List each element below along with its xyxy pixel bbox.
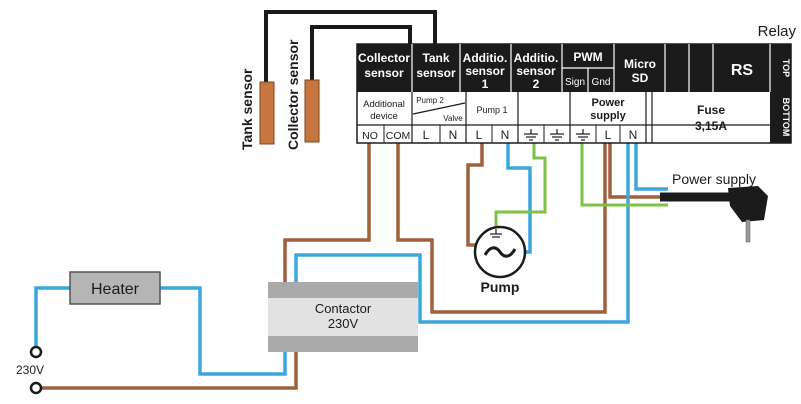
fuse-rating-label: 3,15A	[695, 119, 727, 133]
brown-wire-contactor-coil	[283, 143, 371, 282]
collector-sensor-label: Collector sensor	[285, 39, 301, 150]
blue-wire-power	[634, 143, 668, 191]
valve-label: Valve	[443, 114, 463, 123]
collector-sensor-header-2: sensor	[364, 66, 404, 80]
pwm-sign-label: Sign	[565, 77, 585, 88]
collector-sensor-probe	[304, 79, 320, 143]
earth-icon	[524, 129, 538, 141]
green-wire-power-earth	[580, 143, 668, 207]
power-plug	[728, 186, 768, 222]
pump-ac-icon	[483, 246, 517, 258]
contactor-voltage-label: 230V	[328, 316, 359, 331]
collector-sensor-cable	[310, 25, 412, 80]
additional-device-label: Additional	[363, 99, 405, 110]
pump-1-label: Pump 1	[476, 105, 507, 115]
contactor-top-band	[268, 282, 418, 298]
fuse-label: Fuse	[697, 103, 725, 117]
terminal-pump2-n: N	[449, 128, 458, 142]
earth-icon	[576, 129, 590, 141]
additional-device-label-2: device	[370, 111, 397, 122]
power-supply-board-label-2: supply	[590, 110, 626, 122]
micro-sd-header: Micro	[624, 57, 656, 71]
terminal-pump1-n: N	[501, 128, 510, 142]
pwm-header: PWM	[573, 50, 602, 64]
additional-sensor-1-header-3: 1	[482, 77, 489, 91]
tank-sensor-probe	[259, 81, 275, 145]
mains-voltage-label: 230V	[16, 363, 44, 377]
pump-2-label: Pump 2	[416, 96, 444, 105]
mains-terminal-bottom	[29, 381, 43, 395]
tank-sensor-label: Tank sensor	[239, 68, 255, 150]
additional-sensor-2-header-2: sensor	[516, 64, 556, 78]
micro-sd-header-2: SD	[632, 71, 649, 85]
pwm-gnd-label: Gnd	[592, 77, 611, 88]
terminal-power-l: L	[605, 128, 612, 142]
terminal-pump1-l: L	[476, 128, 483, 142]
mains-terminal-top	[29, 345, 43, 359]
pump-earth-icon	[490, 229, 502, 238]
brown-wire-com	[396, 143, 607, 314]
contactor-bottom-band	[268, 336, 418, 352]
bottom-label: BOTTOM	[781, 98, 791, 137]
terminal-com: COM	[386, 130, 411, 142]
rs-header: RS	[731, 62, 754, 79]
tank-sensor-header: Tank	[422, 51, 449, 65]
plug-pin	[745, 219, 751, 243]
earth-icon	[550, 129, 564, 141]
heater-box	[69, 271, 161, 305]
terminal-no: NO	[362, 130, 378, 142]
additional-sensor-1-header: Additio.	[463, 51, 508, 65]
heater-label: Heater	[91, 281, 140, 298]
tank-sensor-header-2: sensor	[416, 66, 456, 80]
brown-wire-mains	[36, 352, 298, 390]
terminal-power-n: N	[629, 128, 638, 142]
green-wire-pump-earth	[494, 143, 547, 228]
blue-wire-heater	[34, 286, 70, 352]
brown-wire-power	[608, 143, 668, 199]
power-supply-label: Power supply	[672, 171, 756, 187]
brown-wire-pump	[466, 143, 484, 247]
power-supply-board-label: Power	[591, 97, 625, 109]
relay-title: Relay	[758, 23, 797, 40]
pump-label: Pump	[481, 279, 520, 295]
additional-sensor-2-header-3: 2	[533, 77, 540, 91]
tank-sensor-cable	[264, 10, 437, 82]
contactor-center	[268, 298, 418, 336]
blue-wire-contactor-neutral	[294, 143, 630, 324]
blue-wire-heater-contactor	[160, 286, 287, 376]
additional-sensor-2-header: Additio.	[514, 51, 559, 65]
relay-bottom-cell	[770, 92, 791, 143]
collector-sensor-header: Collector	[358, 51, 410, 65]
additional-sensor-1-header-2: sensor	[465, 64, 505, 78]
top-label: TOP	[781, 59, 791, 77]
earth-terminal-icons	[524, 129, 590, 141]
contactor-label: Contactor	[315, 301, 372, 316]
terminal-pump2-l: L	[423, 128, 430, 142]
